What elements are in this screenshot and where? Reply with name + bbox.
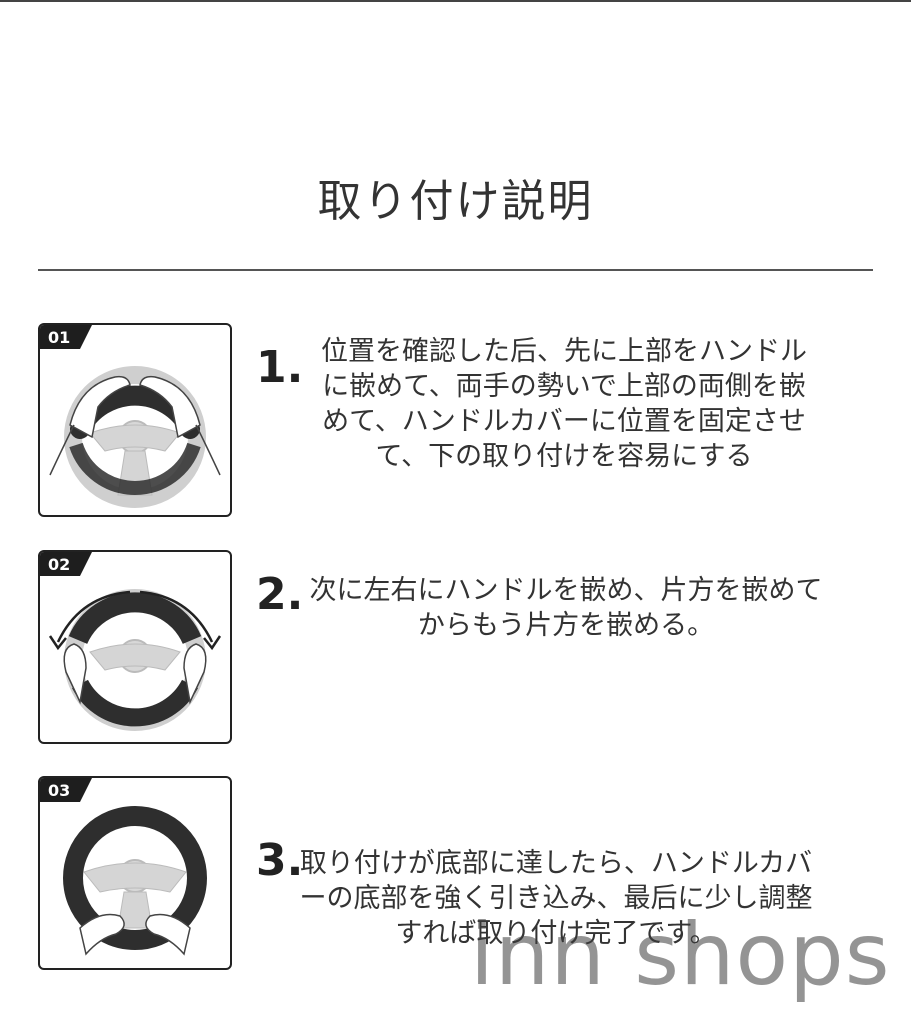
arrow-icon: [48, 590, 222, 651]
step-2-badge-shape: [40, 552, 92, 576]
step-3-text: 取り付けが底部に達したら、ハンドルカバーの底部を強く引き込み、最后に少し調整すれ…: [299, 848, 813, 949]
step-1-badge-shape: [40, 325, 92, 349]
top-divider: [0, 0, 911, 2]
step-2-number: 2.: [256, 569, 304, 620]
hand-icon: [63, 643, 207, 705]
steering-wheel-icon: [64, 589, 206, 731]
shop-watermark: inn shops: [470, 905, 891, 1005]
step-2-text: 次に左右にハンドルを嵌め、片方を嵌めてからもう片方を嵌める。: [309, 575, 823, 641]
step-2-badge: 02: [48, 555, 70, 574]
step-2-illustration: 02: [38, 550, 232, 744]
step-1-number: 1.: [256, 342, 304, 393]
steering-wheel-icon: [63, 806, 207, 950]
step-1-badge: 01: [48, 328, 70, 347]
step-1-illustration: 01: [38, 323, 232, 517]
step-3-badge-shape: [40, 778, 92, 802]
hand-icon: [49, 375, 221, 476]
step-3-badge: 03: [48, 781, 70, 800]
step-3-number: 3.: [256, 835, 304, 886]
step-1-text: 位置を確認した后、先に上部をハンドルに嵌めて、両手の勢いで上部の両側を嵌めて、ハ…: [321, 336, 807, 472]
page-title: 取り付け説明: [317, 176, 594, 227]
hand-icon: [79, 913, 191, 956]
title-divider: [38, 269, 873, 271]
step-3-illustration: 03: [38, 776, 232, 970]
